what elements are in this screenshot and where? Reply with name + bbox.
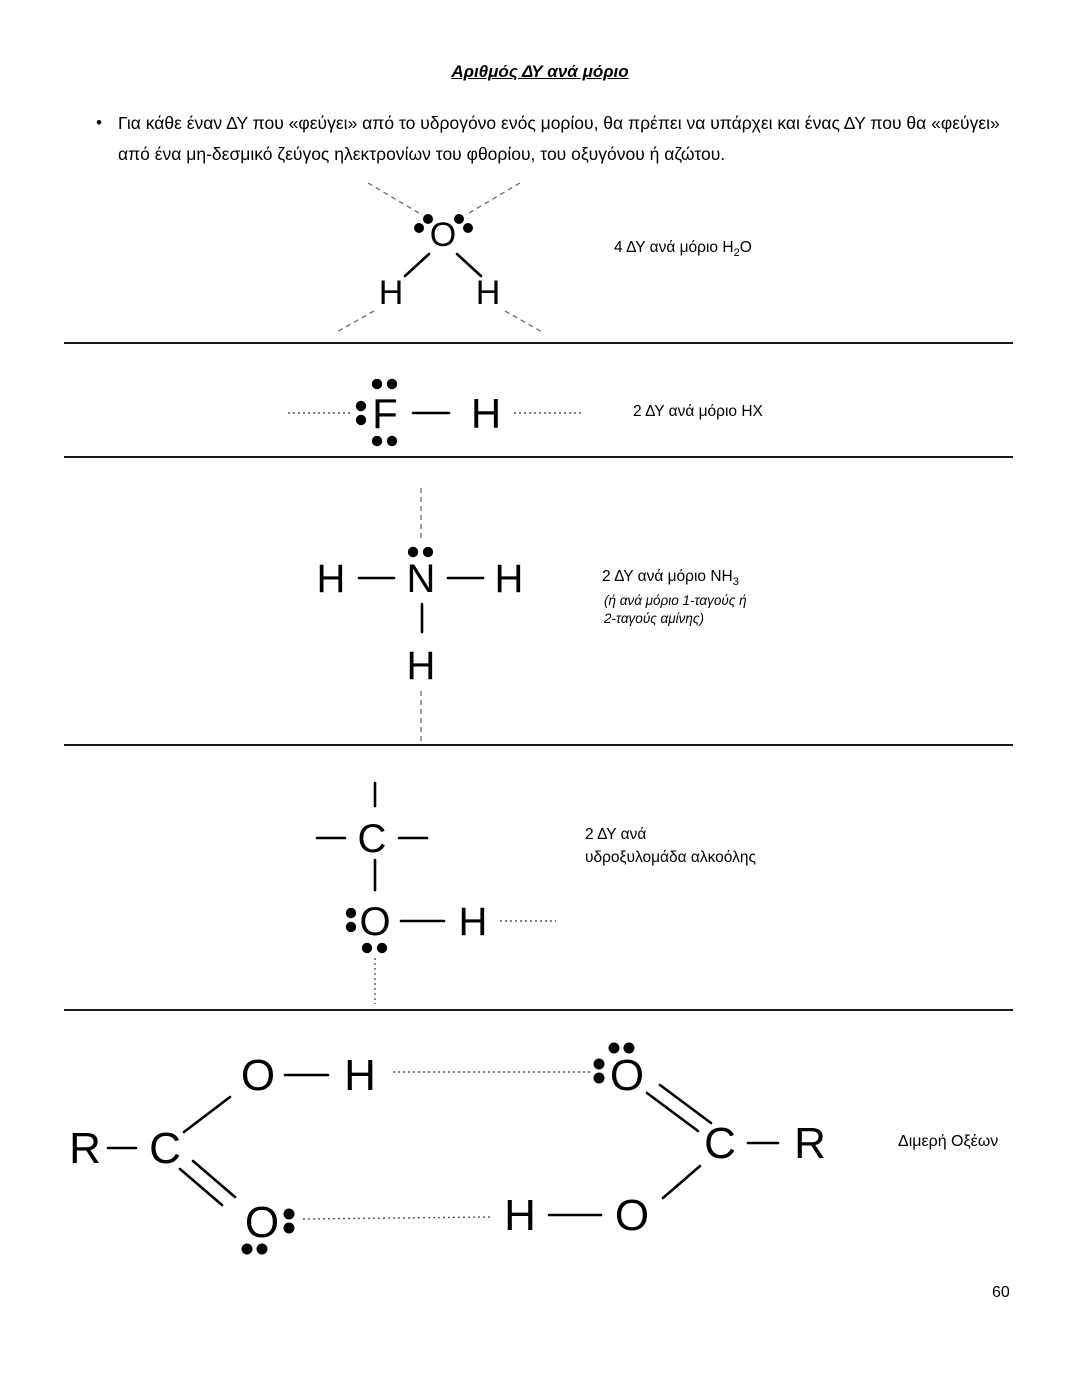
separator-1 bbox=[64, 342, 1013, 344]
dimer-right-lone-pair-left bbox=[593, 1058, 605, 1084]
alcohol-atom-hydrogen: H bbox=[459, 900, 488, 944]
dimer-right-atom-r: R bbox=[794, 1119, 826, 1168]
nh3-atom-hydrogen-left: H bbox=[317, 557, 346, 601]
alcohol-atom-carbon: C bbox=[358, 817, 387, 861]
dimer-left-double-bond bbox=[178, 1159, 237, 1207]
hf-atom-hydrogen: H bbox=[471, 390, 501, 437]
dimer-right-double-bond bbox=[645, 1083, 713, 1133]
dimer-left-lone-pair-right bbox=[283, 1208, 295, 1234]
nh3-lone-pair-top bbox=[407, 546, 434, 558]
water-label-prefix: 4 ΔΥ ανά μόριο H bbox=[614, 239, 734, 256]
dimer-left-bond-co-top bbox=[182, 1095, 232, 1134]
water-lone-pair-left bbox=[414, 214, 433, 233]
water-hbond-line-bottom-right bbox=[504, 310, 545, 334]
nh3-note: (ή ανά μόριο 1-ταγούς ή 2-ταγούς αμίνης) bbox=[604, 592, 747, 628]
dimer-right-atom-oxygen-top: O bbox=[610, 1051, 644, 1100]
water-bond-oh-left bbox=[403, 252, 431, 278]
hf-lone-pair-bottom bbox=[371, 435, 398, 447]
acid-dimer-diagram: R C O H O O C R bbox=[69, 1042, 826, 1255]
water-atom-oxygen: O bbox=[430, 216, 456, 254]
hf-lone-pair-left bbox=[355, 400, 367, 426]
nh3-label: 2 ΔΥ ανά μόριο NH3 bbox=[602, 568, 739, 588]
hf-label: 2 ΔΥ ανά μόριο HX bbox=[633, 403, 763, 420]
hf-lewis-diagram: F H bbox=[288, 378, 582, 447]
water-hbond-line-top-left bbox=[367, 182, 420, 214]
bullet-text: Για κάθε έναν ΔΥ που «φεύγει» από το υδρ… bbox=[117, 113, 1000, 164]
dimer-left-atom-r: R bbox=[69, 1124, 101, 1173]
dimer-left-atom-hydrogen-top: H bbox=[344, 1051, 376, 1100]
dimer-right-lone-pair-top bbox=[608, 1042, 635, 1054]
alcohol-lewis-diagram: C O H bbox=[315, 781, 556, 1004]
water-label: 4 ΔΥ ανά μόριο H2O bbox=[614, 239, 752, 259]
nh3-atom-hydrogen-bottom: H bbox=[407, 644, 436, 688]
page-title: Αριθμός ΔΥ ανά μόριο bbox=[451, 62, 629, 81]
dimer-right-atom-oxygen-bottom: O bbox=[615, 1191, 649, 1240]
alcohol-lone-pair-bottom bbox=[361, 942, 388, 954]
water-lewis-diagram: O H H bbox=[334, 182, 545, 334]
dimer-right-bond-co-bottom bbox=[661, 1164, 702, 1200]
nh3-lewis-diagram: N H H H bbox=[317, 488, 524, 743]
bullet-marker: • bbox=[96, 113, 102, 132]
separator-3 bbox=[64, 744, 1013, 746]
dimer-label: Διμερή Οξέων bbox=[898, 1133, 999, 1150]
nh3-atom-hydrogen-right: H bbox=[495, 557, 524, 601]
water-atom-hydrogen-right: H bbox=[476, 274, 501, 312]
water-label-subscript: 2 bbox=[733, 247, 740, 260]
hf-atom-fluorine: F bbox=[372, 390, 398, 437]
nh3-note-line2: 2-ταγούς αμίνης) bbox=[604, 611, 704, 627]
separator-2 bbox=[64, 456, 1013, 458]
dimer-right-atom-hydrogen-bottom: H bbox=[504, 1191, 536, 1240]
nh3-label-prefix: 2 ΔΥ ανά μόριο NH bbox=[602, 568, 733, 585]
water-hbond-line-bottom-left bbox=[334, 310, 375, 334]
nh3-atom-nitrogen: N bbox=[407, 557, 436, 601]
dimer-left-atom-oxygen-top: O bbox=[241, 1051, 275, 1100]
hf-lone-pair-top bbox=[371, 378, 398, 390]
separator-4 bbox=[64, 1009, 1013, 1011]
page-number: 60 bbox=[992, 1284, 1010, 1301]
alcohol-label-line2: υδροξυλομάδα αλκοόλης bbox=[585, 849, 756, 866]
water-atom-hydrogen-left: H bbox=[379, 274, 404, 312]
alcohol-label-line1: 2 ΔΥ ανά bbox=[585, 826, 647, 843]
alcohol-atom-oxygen: O bbox=[359, 900, 390, 944]
nh3-label-subscript: 3 bbox=[732, 576, 739, 589]
dimer-left-atom-oxygen-bottom: O bbox=[245, 1198, 279, 1247]
water-hbond-line-top-right bbox=[468, 182, 521, 214]
alcohol-lone-pair-left bbox=[345, 907, 357, 933]
water-label-suffix: O bbox=[739, 239, 752, 256]
dimer-hbond-bottom bbox=[302, 1216, 491, 1220]
dimer-right-atom-carbon: C bbox=[704, 1119, 736, 1168]
bullet-item: • Για κάθε έναν ΔΥ που «φεύγει» από το υ… bbox=[96, 108, 1018, 169]
nh3-note-line1: (ή ανά μόριο 1-ταγούς ή bbox=[604, 593, 747, 608]
dimer-left-atom-carbon: C bbox=[149, 1124, 181, 1173]
water-lone-pair-right bbox=[454, 214, 473, 233]
dimer-left-lone-pair-bottom bbox=[241, 1243, 268, 1255]
water-bond-oh-right bbox=[455, 252, 483, 278]
